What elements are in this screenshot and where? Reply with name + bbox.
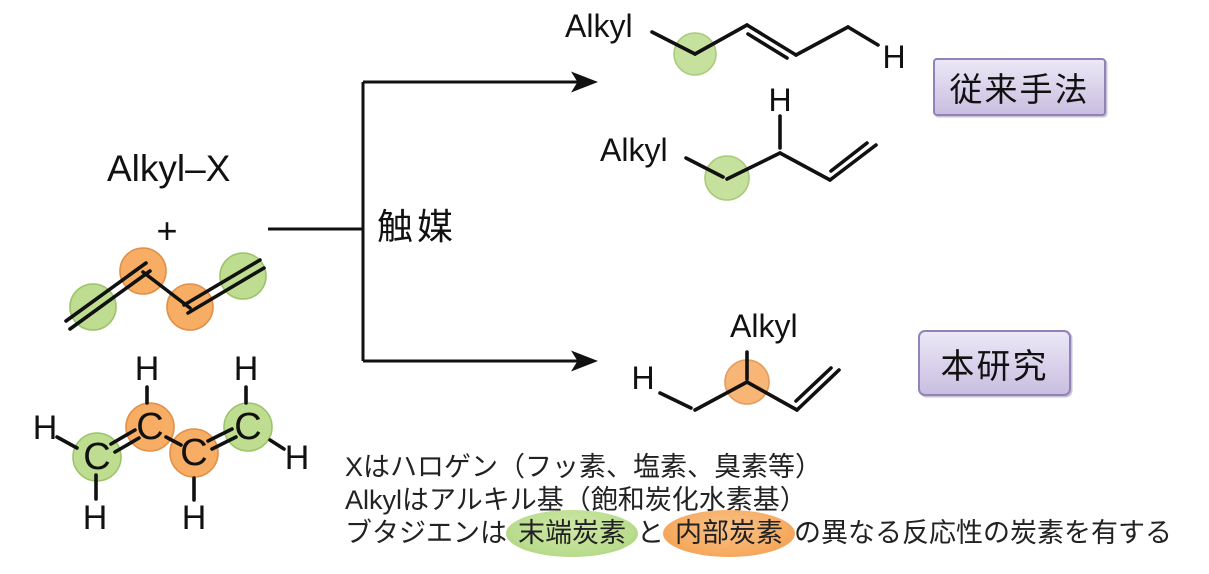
alkyl-label: Alkyl [565,8,633,44]
note-line-3-and: と [637,518,664,548]
alkyl-bond [650,30,697,56]
double-bond [186,266,266,315]
c-h-bond [846,25,880,47]
double-bond [64,261,148,323]
hydrogen-label: H [134,350,160,388]
notes-block: Xはハロゲン（フッ素、塩素、臭素等） Alkylはアルキル基（飽和炭化水素基） … [345,451,1172,557]
double-bond [210,435,238,451]
single-bond [693,23,749,56]
double-bond [68,269,152,331]
hydrogen-label: H [32,409,58,447]
double-bond [182,258,262,307]
c-h-bond [55,435,79,450]
double-bond [828,143,878,182]
double-bond [795,368,841,412]
c-h-bond [658,391,693,410]
single-bond [794,25,850,57]
note-line-3: ブタジエンは末端炭素と内部炭素の異なる反応性の炭素を有する [345,510,1172,557]
single-bond [745,380,799,412]
conventional-method-badge: 従来手法 [933,58,1106,116]
hydrogen-label: H [284,439,310,477]
single-bond [141,270,192,310]
plus-sign: + [156,210,178,251]
arrowhead-bottom [571,350,598,372]
product-linear-terminal-alkene [684,114,878,201]
double-bond [745,23,798,57]
alkyl-label: Alkyl [730,308,798,344]
hydrogen-label: H [882,39,906,75]
double-bond [206,427,234,443]
hydrogen-label: H [233,350,259,388]
product-branched [658,350,841,412]
single-bond [725,151,782,181]
double-bond [109,428,137,446]
carbon-label: C [180,432,208,474]
product-linear-trans [650,23,880,76]
note-line-3-suffix: の異なる反応性の炭素を有する [794,518,1172,548]
single-bond [164,435,183,447]
carbon-label: C [234,406,262,448]
butadiene-skeletal [64,247,267,331]
double-bond [829,141,869,173]
hydrogen-label: H [181,499,207,537]
double-bond [746,32,789,60]
note-line-3-prefix: ブタジエンは [345,518,507,548]
hydrogen-label: H [631,360,655,396]
arrowhead-top [571,71,598,93]
terminal-carbon-highlight: 末端炭素 [506,510,638,557]
note-line-1: Xはハロゲン（フッ素、塩素、臭素等） [345,452,823,482]
alkyl-label: Alkyl [600,132,668,168]
internal-carbon-highlight: 内部炭素 [663,510,795,557]
butadiene-structural [55,385,286,502]
carbon-label: C [136,406,164,448]
arrow-lines [268,80,580,363]
this-work-badge: 本研究 [918,330,1071,396]
alkyl-halide-label: Alkyl–X [107,148,231,189]
alkyl-bond [684,156,725,179]
single-bond [693,380,749,412]
hydrogen-label: H [82,499,108,537]
catalyst-label: 触媒 [377,206,458,247]
hydrogen-label: H [768,82,792,118]
double-bond [794,366,833,403]
reaction-arrows [268,71,598,372]
c-h-bond [268,438,286,451]
carbon-label: C [83,436,111,478]
single-bond [778,151,832,182]
double-bond [113,436,141,454]
